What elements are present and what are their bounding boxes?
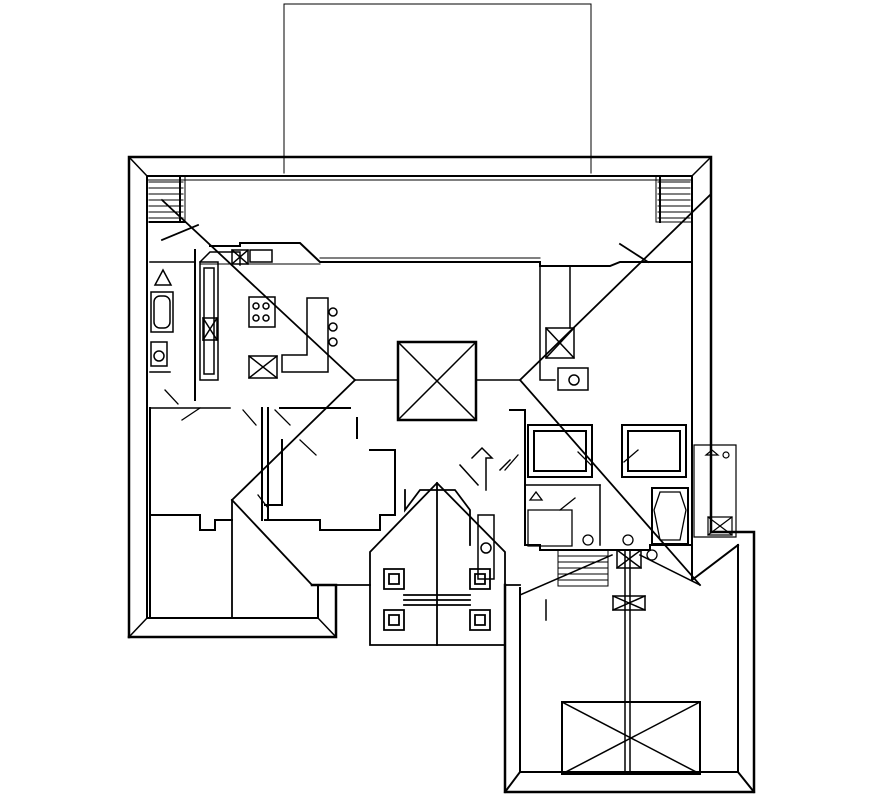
right-pantry	[540, 266, 588, 390]
stairs-top-left	[147, 176, 185, 222]
entry-hall-closet	[460, 448, 510, 579]
skylight-great-room	[355, 342, 520, 420]
roof-hip-lines	[129, 157, 711, 637]
rear-deck-outline	[284, 4, 591, 173]
door-swings	[165, 390, 638, 510]
kitchen-counter-left	[200, 250, 272, 380]
bedroom-walls-left	[150, 408, 395, 618]
garage-interior	[520, 550, 700, 774]
master-bath	[510, 410, 692, 560]
stairs-top-right	[656, 176, 692, 222]
left-bathroom	[150, 250, 230, 408]
roof-ridge-lines	[162, 195, 710, 618]
kitchen-island	[249, 297, 337, 378]
great-room-north-wall	[150, 222, 690, 266]
garage-wall-outline	[505, 545, 754, 792]
exterior-wall-outline	[147, 176, 692, 618]
front-entry-gable	[318, 483, 520, 645]
right-exterior-closet	[694, 445, 736, 537]
